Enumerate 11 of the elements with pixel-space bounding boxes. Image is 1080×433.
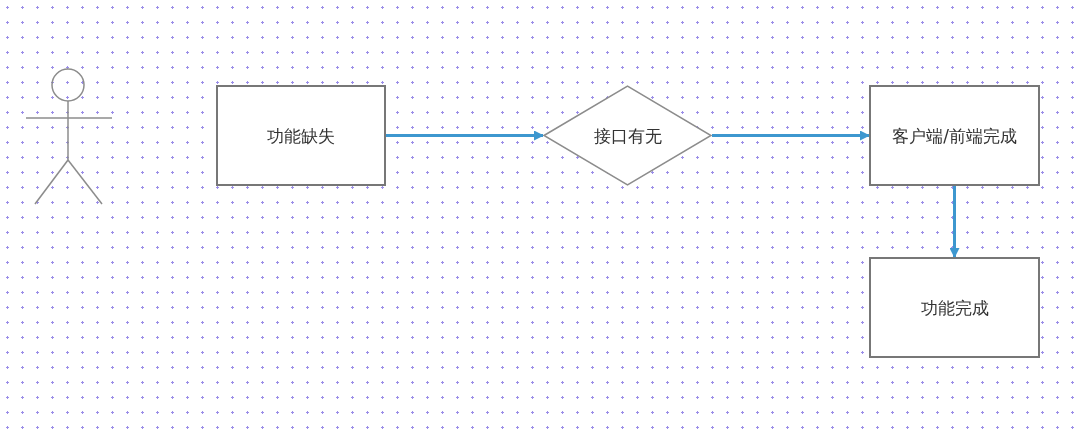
decision-diamond: [543, 85, 712, 186]
node-label: 客户端/前端完成: [892, 124, 1017, 148]
process-box: [869, 85, 1040, 186]
arrow: [949, 186, 960, 258]
node-label: 功能缺失: [267, 124, 335, 148]
arrow: [712, 130, 870, 141]
node-label: 功能完成: [920, 296, 989, 320]
arrow: [386, 130, 544, 141]
node-label: 接口有无: [593, 124, 662, 148]
process-box: [869, 257, 1040, 358]
process-box: [216, 85, 386, 186]
